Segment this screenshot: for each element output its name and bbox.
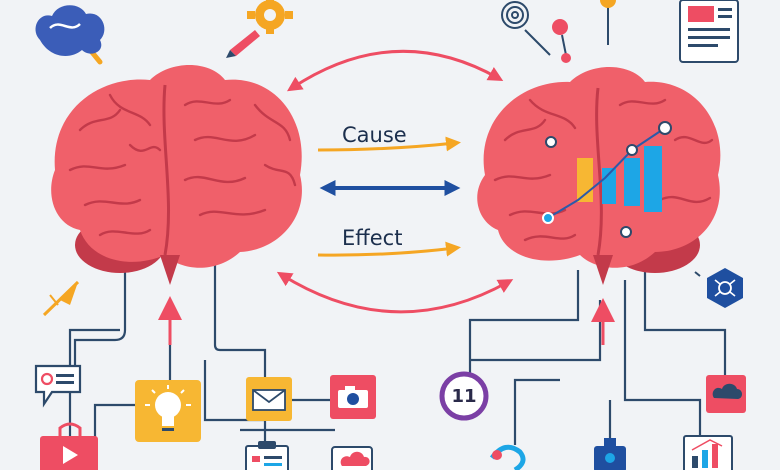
video-play-icon (40, 422, 98, 470)
cause-arrow (317, 136, 461, 152)
cloud-icon (331, 446, 373, 470)
chart-overlay (542, 121, 672, 238)
target-icon (501, 1, 529, 29)
up-arrows (158, 296, 615, 345)
hook-icon (489, 444, 526, 470)
lightbulb-icon (135, 380, 201, 442)
cloud-magnifier-icon (35, 5, 105, 65)
number-badge-icon: 11 (439, 371, 489, 421)
chat-bubble-icon (34, 364, 82, 408)
cause-label: Cause (342, 123, 407, 147)
left-brain (51, 65, 302, 285)
bar-chart-card-icon (683, 435, 733, 470)
effect-arrow (317, 241, 461, 257)
top-curved-arrow (286, 49, 504, 92)
camera-icon (330, 375, 376, 419)
clipboard-icon (245, 441, 289, 470)
cloud-card-icon (706, 375, 746, 413)
bottom-curved-arrow (276, 271, 514, 314)
robot-icon (594, 438, 626, 470)
gear-pencil-icon (226, 0, 293, 58)
network-hex-icon (694, 268, 743, 308)
feather-pen-icon (42, 280, 80, 317)
envelope-icon (246, 377, 292, 421)
top-right-lines (524, 5, 609, 56)
document-icon (679, 0, 739, 63)
effect-label: Effect (342, 226, 402, 250)
map-pin-icon (552, 0, 616, 63)
right-brain (477, 67, 721, 285)
badge-number: 11 (451, 386, 476, 407)
